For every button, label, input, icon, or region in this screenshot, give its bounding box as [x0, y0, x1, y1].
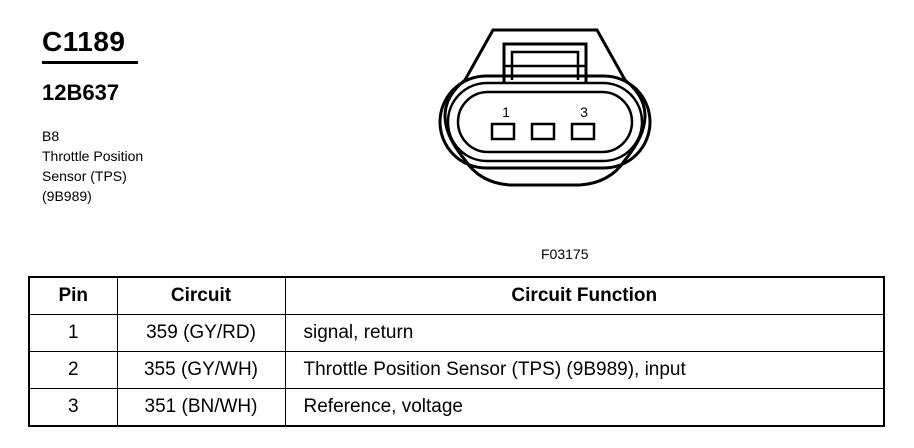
- circuit-function: signal, return: [284, 314, 885, 352]
- connector-id: C1189: [42, 26, 126, 57]
- column-header-pin: Pin: [28, 276, 118, 315]
- pin-cavity-1: [490, 122, 516, 141]
- pin-label-3: 3: [580, 104, 588, 120]
- table-row: 3 351 (BN/WH) Reference, voltage: [28, 388, 885, 427]
- connector-housing-outline: [443, 28, 647, 187]
- circuit-function: Throttle Position Sensor (TPS) (9B989), …: [284, 351, 885, 389]
- pin-number: 1: [28, 314, 118, 352]
- description-line: (9B989): [42, 188, 92, 204]
- connector-face-diagram: 1 3: [438, 28, 652, 187]
- pin-number: 2: [28, 351, 118, 389]
- circuit: 355 (GY/WH): [116, 351, 286, 389]
- circuit-function: Reference, voltage: [284, 388, 885, 427]
- description-line: Sensor (TPS): [42, 168, 127, 184]
- seal-ring-inner: [456, 90, 634, 154]
- column-header-circuit: Circuit: [116, 276, 286, 315]
- pin-number: 3: [28, 388, 118, 427]
- table-row: 2 355 (GY/WH) Throttle Position Sensor (…: [28, 351, 885, 389]
- pin-cavity-2: [530, 122, 556, 141]
- pin-label-1: 1: [502, 104, 510, 120]
- column-header-circuit-function: Circuit Function: [284, 276, 885, 315]
- seal-ring-outer: [438, 74, 652, 170]
- table-row: 1 359 (GY/RD) signal, return: [28, 314, 885, 352]
- connector-description: B8 Throttle Position Sensor (TPS) (9B989…: [42, 126, 143, 206]
- description-line: B8: [42, 128, 60, 144]
- locking-tab: [502, 42, 588, 84]
- seal-ring-middle: [446, 81, 644, 163]
- table-header-row: Pin Circuit Circuit Function: [28, 276, 885, 315]
- pin-cavity-3: [570, 122, 596, 141]
- title-underline: [42, 61, 138, 64]
- pin-table: Pin Circuit Circuit Function 1 359 (GY/R…: [28, 276, 885, 427]
- description-line: Throttle Position: [42, 148, 144, 164]
- figure-id: F03175: [541, 246, 589, 262]
- circuit: 359 (GY/RD): [116, 314, 286, 352]
- part-number: 12B637: [42, 80, 120, 105]
- circuit: 351 (BN/WH): [116, 388, 286, 427]
